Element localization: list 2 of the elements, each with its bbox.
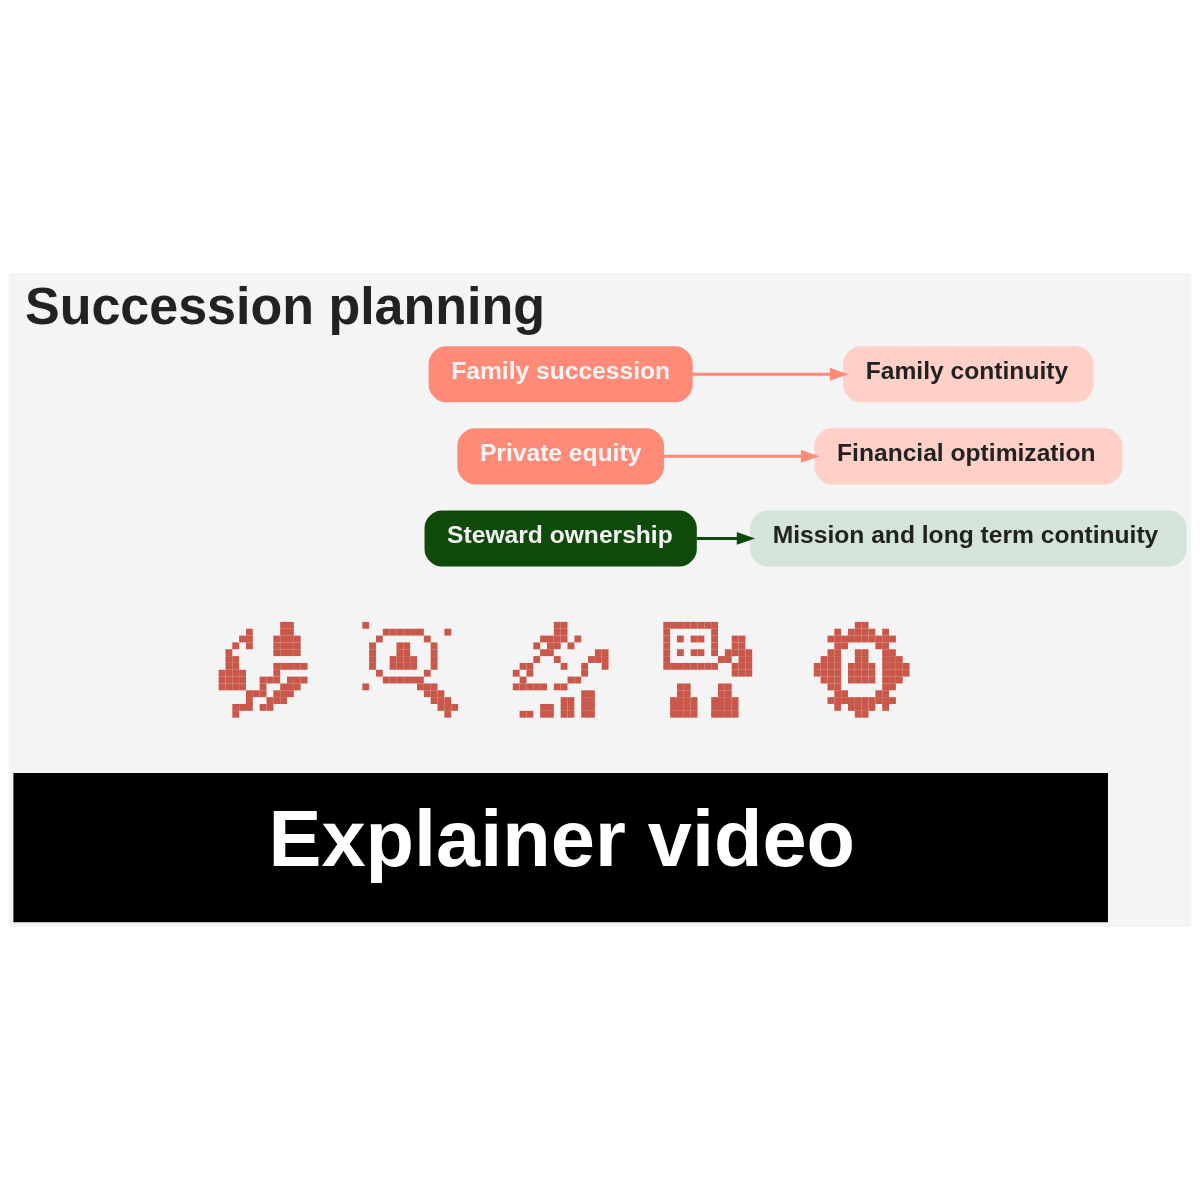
caption: Explainer video [268, 793, 856, 883]
diagram-title: Succession planning [25, 277, 545, 336]
